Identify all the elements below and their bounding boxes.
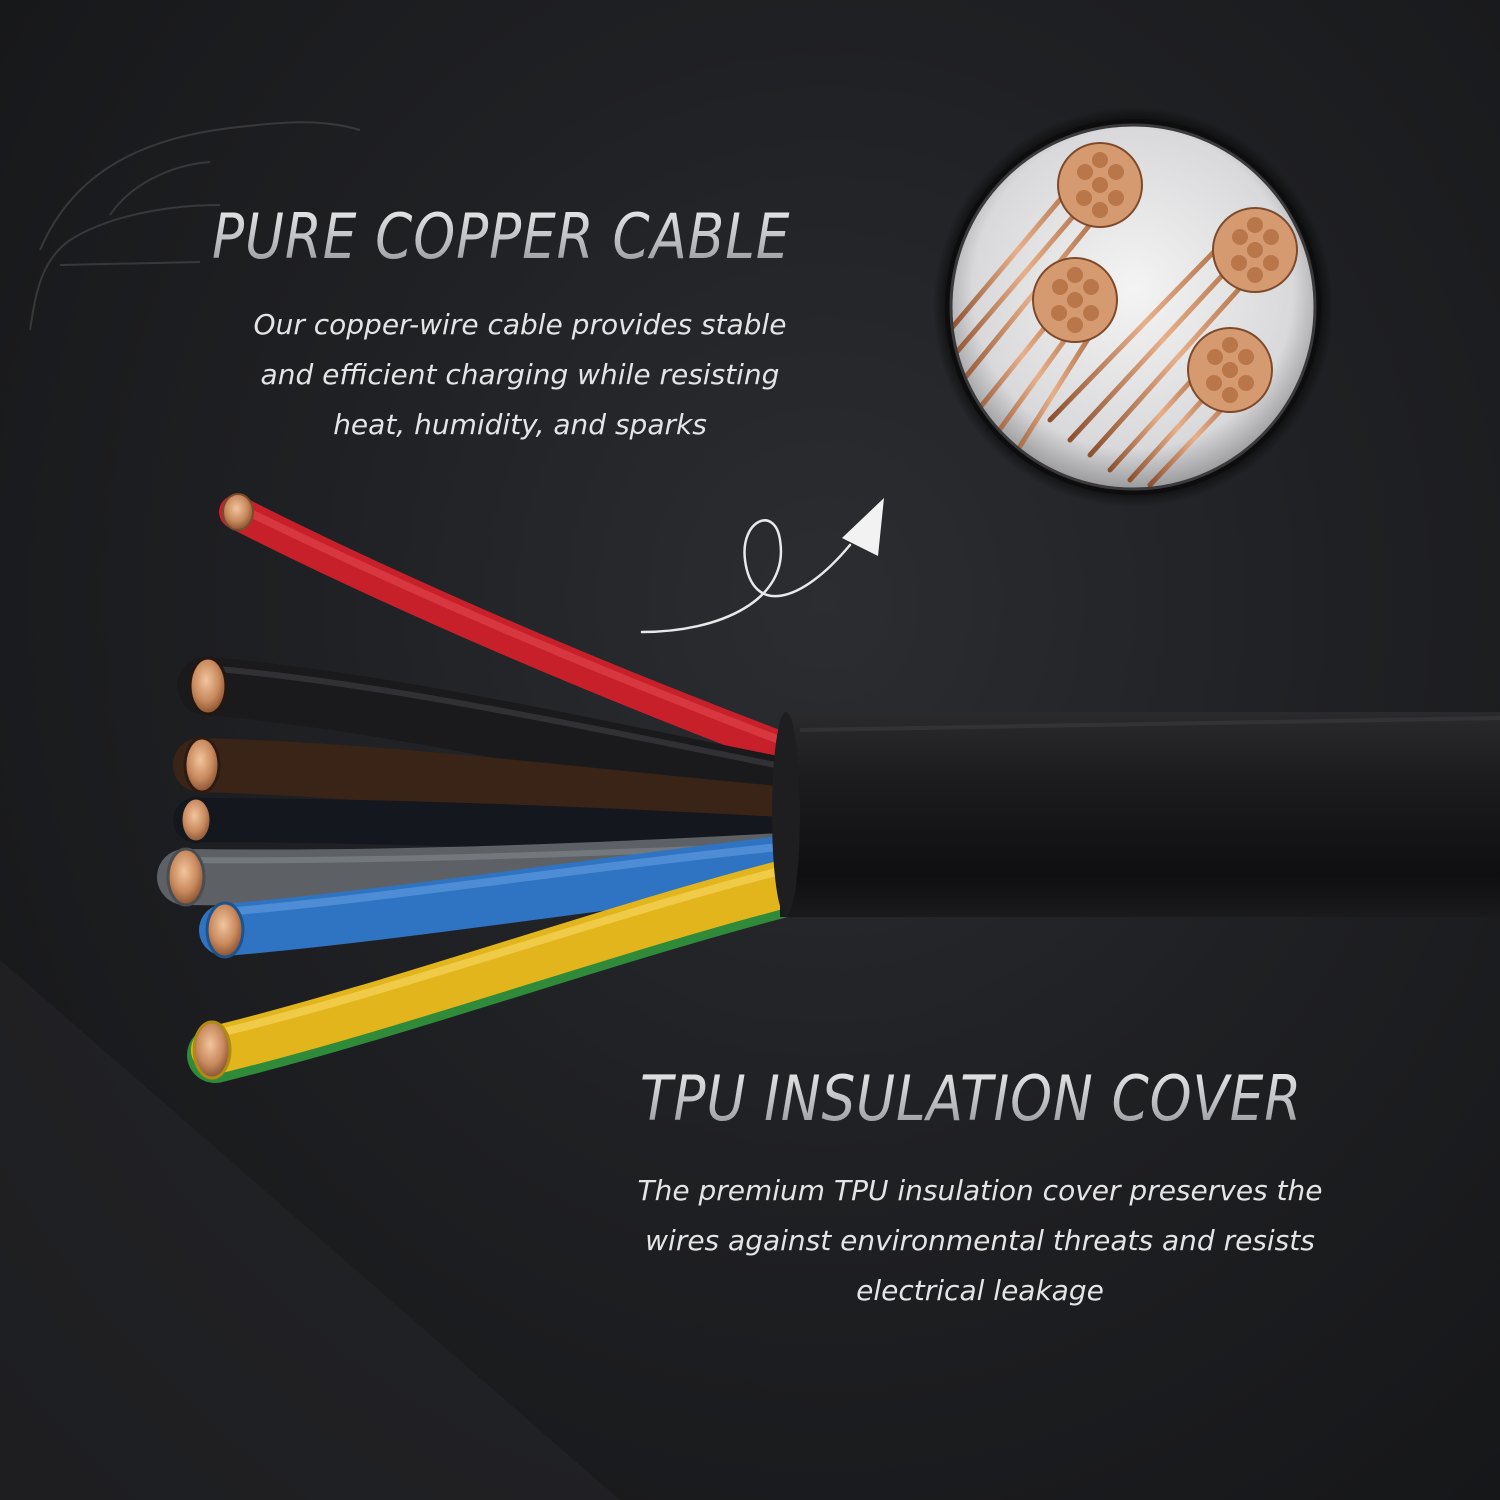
- copper-description-line: Our copper-wire cable provides stable: [253, 308, 787, 341]
- tpu-description-line: The premium TPU insulation cover preserv…: [637, 1174, 1323, 1207]
- curved-arrow-icon: [640, 498, 884, 634]
- copper-strands-zoom-icon: [933, 107, 1333, 507]
- tpu-description-line: wires against environmental threats and …: [645, 1224, 1315, 1257]
- car-outline-icon: [29, 121, 361, 331]
- wire-ends: [166, 493, 254, 1080]
- copper-cable-heading: PURE COPPER CABLE: [212, 200, 791, 273]
- copper-description-line: heat, humidity, and sparks: [333, 408, 707, 441]
- copper-description-line: and efficient charging while resisting: [260, 358, 780, 391]
- wires: [157, 495, 829, 1083]
- tpu-cover-description: The premium TPU insulation cover preserv…: [590, 1166, 1370, 1316]
- copper-cable-description: Our copper-wire cable provides stable an…: [190, 300, 850, 450]
- tpu-cover-heading: TPU INSULATION COVER: [640, 1062, 1303, 1135]
- tpu-jacket: [772, 712, 1500, 917]
- tpu-description-line: electrical leakage: [856, 1274, 1104, 1307]
